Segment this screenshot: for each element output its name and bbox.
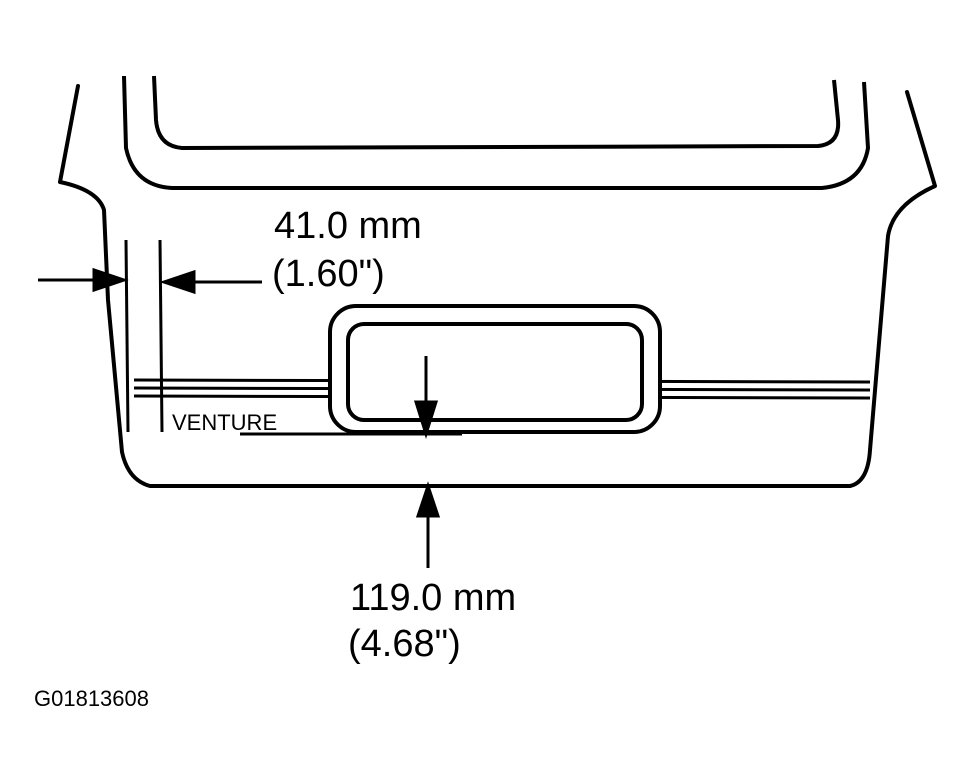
badge-label: VENTURE (172, 410, 277, 435)
left-reference-lines (124, 239, 164, 433)
figure-id: G01813608 (34, 686, 149, 711)
rear-window-outline (122, 75, 870, 190)
width-dimension-imperial: (1.60") (272, 253, 385, 295)
height-dimension-arrow-up (415, 481, 441, 568)
height-dimension-imperial: (4.68") (348, 623, 461, 665)
vehicle-rear-outline (58, 84, 937, 488)
height-dimension-metric: 119.0 mm (350, 577, 516, 619)
width-dimension-arrows (38, 267, 262, 295)
height-dimension-arrow-down (413, 356, 439, 440)
width-dimension-metric: 41.0 mm (274, 205, 422, 247)
license-plate-recess (328, 304, 662, 434)
